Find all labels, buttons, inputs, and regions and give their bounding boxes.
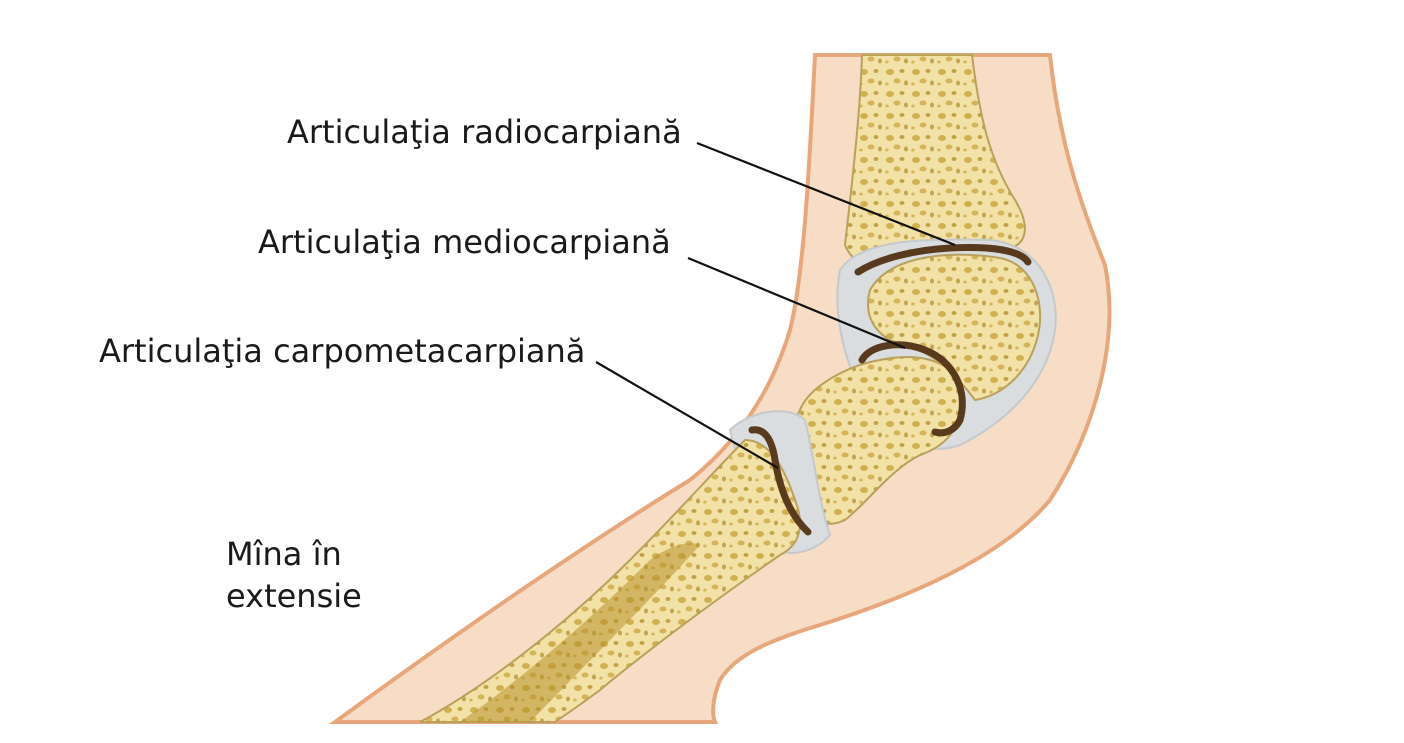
radiocarpal-joint-line <box>854 244 1032 276</box>
leader-line-mediocarpal <box>687 256 906 350</box>
label-mediocarpal-joint: Articulaţia mediocarpiană <box>258 223 671 261</box>
caption-line-2: extensie <box>226 577 362 615</box>
label-carpometacarpal-joint: Articulaţia carpometacarpiană <box>99 332 586 370</box>
medullary-cavity <box>460 543 700 722</box>
figure-caption: Mîna în extensie <box>226 533 362 617</box>
carpometacarpal-joint-line <box>748 426 812 536</box>
label-radiocarpal-joint: Articulaţia radiocarpiană <box>287 113 682 151</box>
leader-line-radiocarpal <box>696 141 956 247</box>
caption-line-1: Mîna în <box>226 535 342 573</box>
metacarpal-bone <box>419 438 801 723</box>
leader-line-carpometacarpal <box>595 361 779 469</box>
mediocarpal-joint-line <box>858 341 966 437</box>
